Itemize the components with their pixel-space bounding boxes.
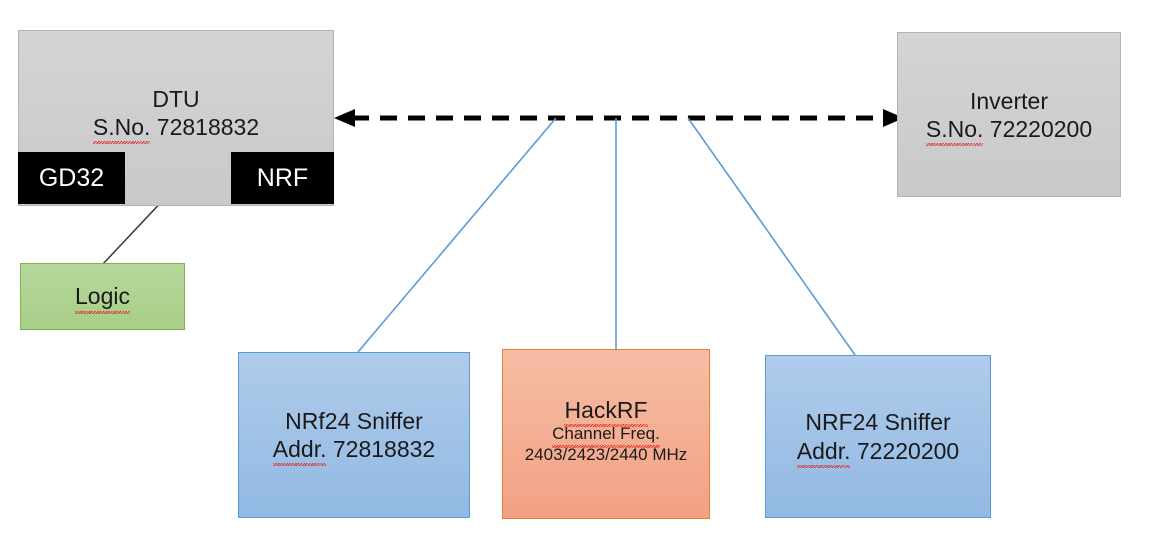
dtu-serial: S.No. 72818832 [92, 113, 260, 145]
nrf24-sniffer-right-node[interactable]: NRF24 Sniffer Addr. 72220200 [765, 355, 991, 518]
dtu-serial-number: 72818832 [156, 114, 260, 141]
gd32-node[interactable]: GD32 [18, 152, 125, 204]
dtu-serial-prefix: S.No. [92, 114, 151, 145]
inverter-node[interactable]: Inverter S.No. 72220200 [897, 32, 1121, 197]
sniffer-left-addr-number: 72818832 [332, 436, 436, 462]
hackrf-frequencies: 2403/2423/2440 MHz [524, 444, 688, 464]
dtu-label: DTU [152, 86, 200, 112]
logic-label: Logic [75, 283, 130, 314]
nrf-label: NRF [256, 163, 309, 192]
capture-tap-line-left [357, 117, 557, 353]
inverter-serial: S.No. 72220200 [925, 115, 1093, 147]
sniffer-right-label: NRF24 Sniffer [805, 408, 950, 436]
nrf-node[interactable]: NRF [231, 152, 334, 204]
hackrf-label: HackRF [564, 397, 648, 428]
sniffer-right-addr: Addr. 72220200 [796, 437, 960, 468]
hackrf-node[interactable]: HackRF Channel Freq. 2403/2423/2440 MHz [502, 349, 710, 519]
sniffer-right-label-text: NRF24 Sniffer [805, 409, 951, 436]
logic-analyzer-node[interactable]: Logic [20, 263, 185, 330]
sniffer-left-label: NRf24 Sniffer [285, 407, 423, 435]
sniffer-left-addr: Addr. 72818832 [272, 435, 436, 467]
sniffer-left-label-text: NRf24 Sniffer [285, 407, 423, 434]
capture-tap-line-right [687, 117, 856, 356]
sniffer-left-addr-prefix: Addr. [272, 436, 327, 467]
inverter-serial-number: 72220200 [989, 116, 1093, 143]
hackrf-subtitle: Channel Freq. [552, 424, 660, 448]
sniffer-right-addr-prefix: Addr. [796, 437, 851, 468]
inverter-label: Inverter [970, 88, 1048, 114]
inverter-serial-prefix: S.No. [925, 116, 984, 147]
rf-link-arrowhead-left [334, 109, 355, 127]
rf-link-connector [334, 109, 904, 127]
nrf24-sniffer-left-node[interactable]: NRf24 Sniffer Addr. 72818832 [238, 352, 470, 518]
gd32-label: GD32 [38, 163, 105, 192]
sniffer-right-addr-number: 72220200 [856, 437, 960, 464]
